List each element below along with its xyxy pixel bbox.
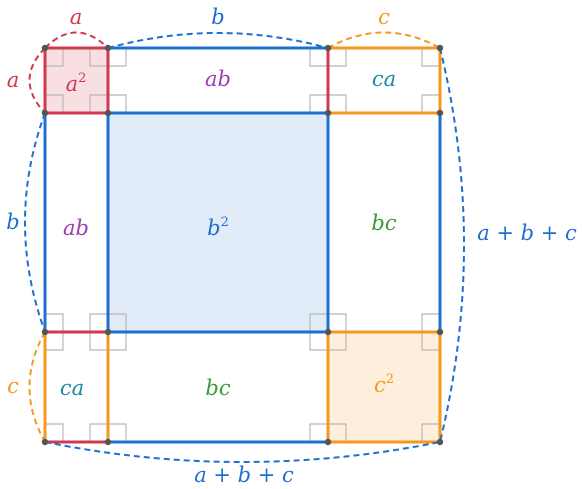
label-top-a: a [70,5,83,29]
label-left-a: a [7,68,20,92]
a-squared-fill [45,48,108,113]
vertices [41,44,444,446]
region-c-squared: c2 [374,372,394,397]
c-segments [43,46,442,444]
arc-top-a [44,31,109,49]
c-squared-fill [328,332,440,442]
arc-top-b [107,32,329,49]
a-segments [43,46,330,444]
arc-top-c [327,31,441,49]
corner-markers [45,48,440,442]
label-left-c: c [7,374,19,398]
region-ca-bottom: ca [60,376,84,400]
label-top-b: b [211,5,224,29]
label-bottom-total: a + b + c [194,463,294,487]
b-squared-fill [108,113,328,332]
arc-left-a [28,47,46,114]
region-bc-right: bc [371,211,396,235]
region-b-squared: b2 [207,215,229,240]
region-ab-left: ab [63,216,89,240]
label-left-b: b [6,210,19,234]
b-segments [43,46,442,444]
arc-bottom-total [44,441,441,463]
label-top-c: c [378,5,390,29]
arc-right-total [439,47,465,443]
region-bc-bottom: bc [205,376,230,400]
label-right-total: a + b + c [477,221,577,245]
region-ab-top: ab [205,67,231,91]
arc-left-b [24,112,46,333]
region-a-squared: a2 [66,71,87,96]
arc-left-c [28,331,46,443]
region-ca-top: ca [372,67,396,91]
